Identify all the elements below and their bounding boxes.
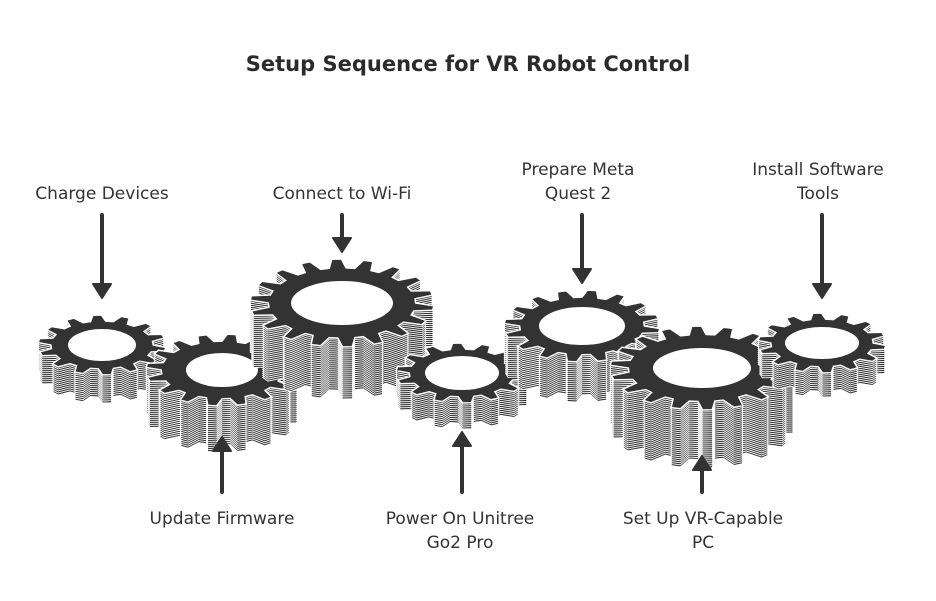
label-charge-devices: Charge Devices bbox=[35, 184, 169, 204]
label-update-firmware: Update Firmware bbox=[149, 509, 295, 529]
arrow-3 bbox=[332, 213, 352, 253]
gear-3 bbox=[249, 258, 435, 400]
arrow-5 bbox=[572, 213, 592, 284]
gear-7 bbox=[757, 312, 887, 398]
label-connect-wifi: Connect to Wi-Fi bbox=[272, 184, 412, 204]
label-power-on-unitree: Power On Unitree Go2 Pro bbox=[385, 509, 535, 553]
arrow-7 bbox=[812, 213, 832, 299]
label-install-software: Install Software Tools bbox=[752, 160, 884, 204]
gear-1 bbox=[37, 314, 167, 404]
arrow-2 bbox=[212, 436, 232, 494]
diagram-title: Setup Sequence for VR Robot Control bbox=[245, 52, 691, 76]
label-prepare-meta-quest: Prepare Meta Quest 2 bbox=[521, 160, 635, 204]
arrow-4 bbox=[452, 431, 472, 494]
gear-6 bbox=[609, 325, 795, 469]
arrow-6 bbox=[692, 455, 712, 494]
arrow-1 bbox=[92, 213, 112, 299]
label-setup-vr-pc: Set Up VR-Capable PC bbox=[622, 509, 784, 553]
gear-4 bbox=[395, 342, 529, 430]
